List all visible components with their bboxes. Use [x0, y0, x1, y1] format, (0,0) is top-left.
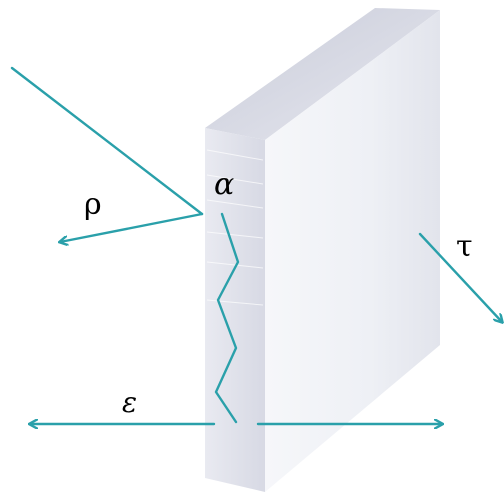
labels: ρ α τ ε: [84, 167, 473, 419]
slab-front-striations: [206, 149, 264, 306]
slab: [205, 8, 440, 492]
slab-right-face: [265, 10, 440, 492]
incident-ray: [10, 66, 204, 216]
label-absorptance: α: [214, 167, 234, 202]
label-reflectance: ρ: [84, 187, 102, 222]
label-emittance: ε: [122, 386, 137, 419]
rays: [10, 66, 502, 424]
absorbed-ray-zigzag: [214, 212, 240, 424]
reflected-ray-arrow: [60, 212, 204, 242]
label-transmittance: τ: [456, 229, 473, 264]
transmitted-ray-arrow: [418, 232, 502, 322]
slab-top-face: [205, 8, 440, 140]
slab-front-face: [205, 128, 265, 492]
